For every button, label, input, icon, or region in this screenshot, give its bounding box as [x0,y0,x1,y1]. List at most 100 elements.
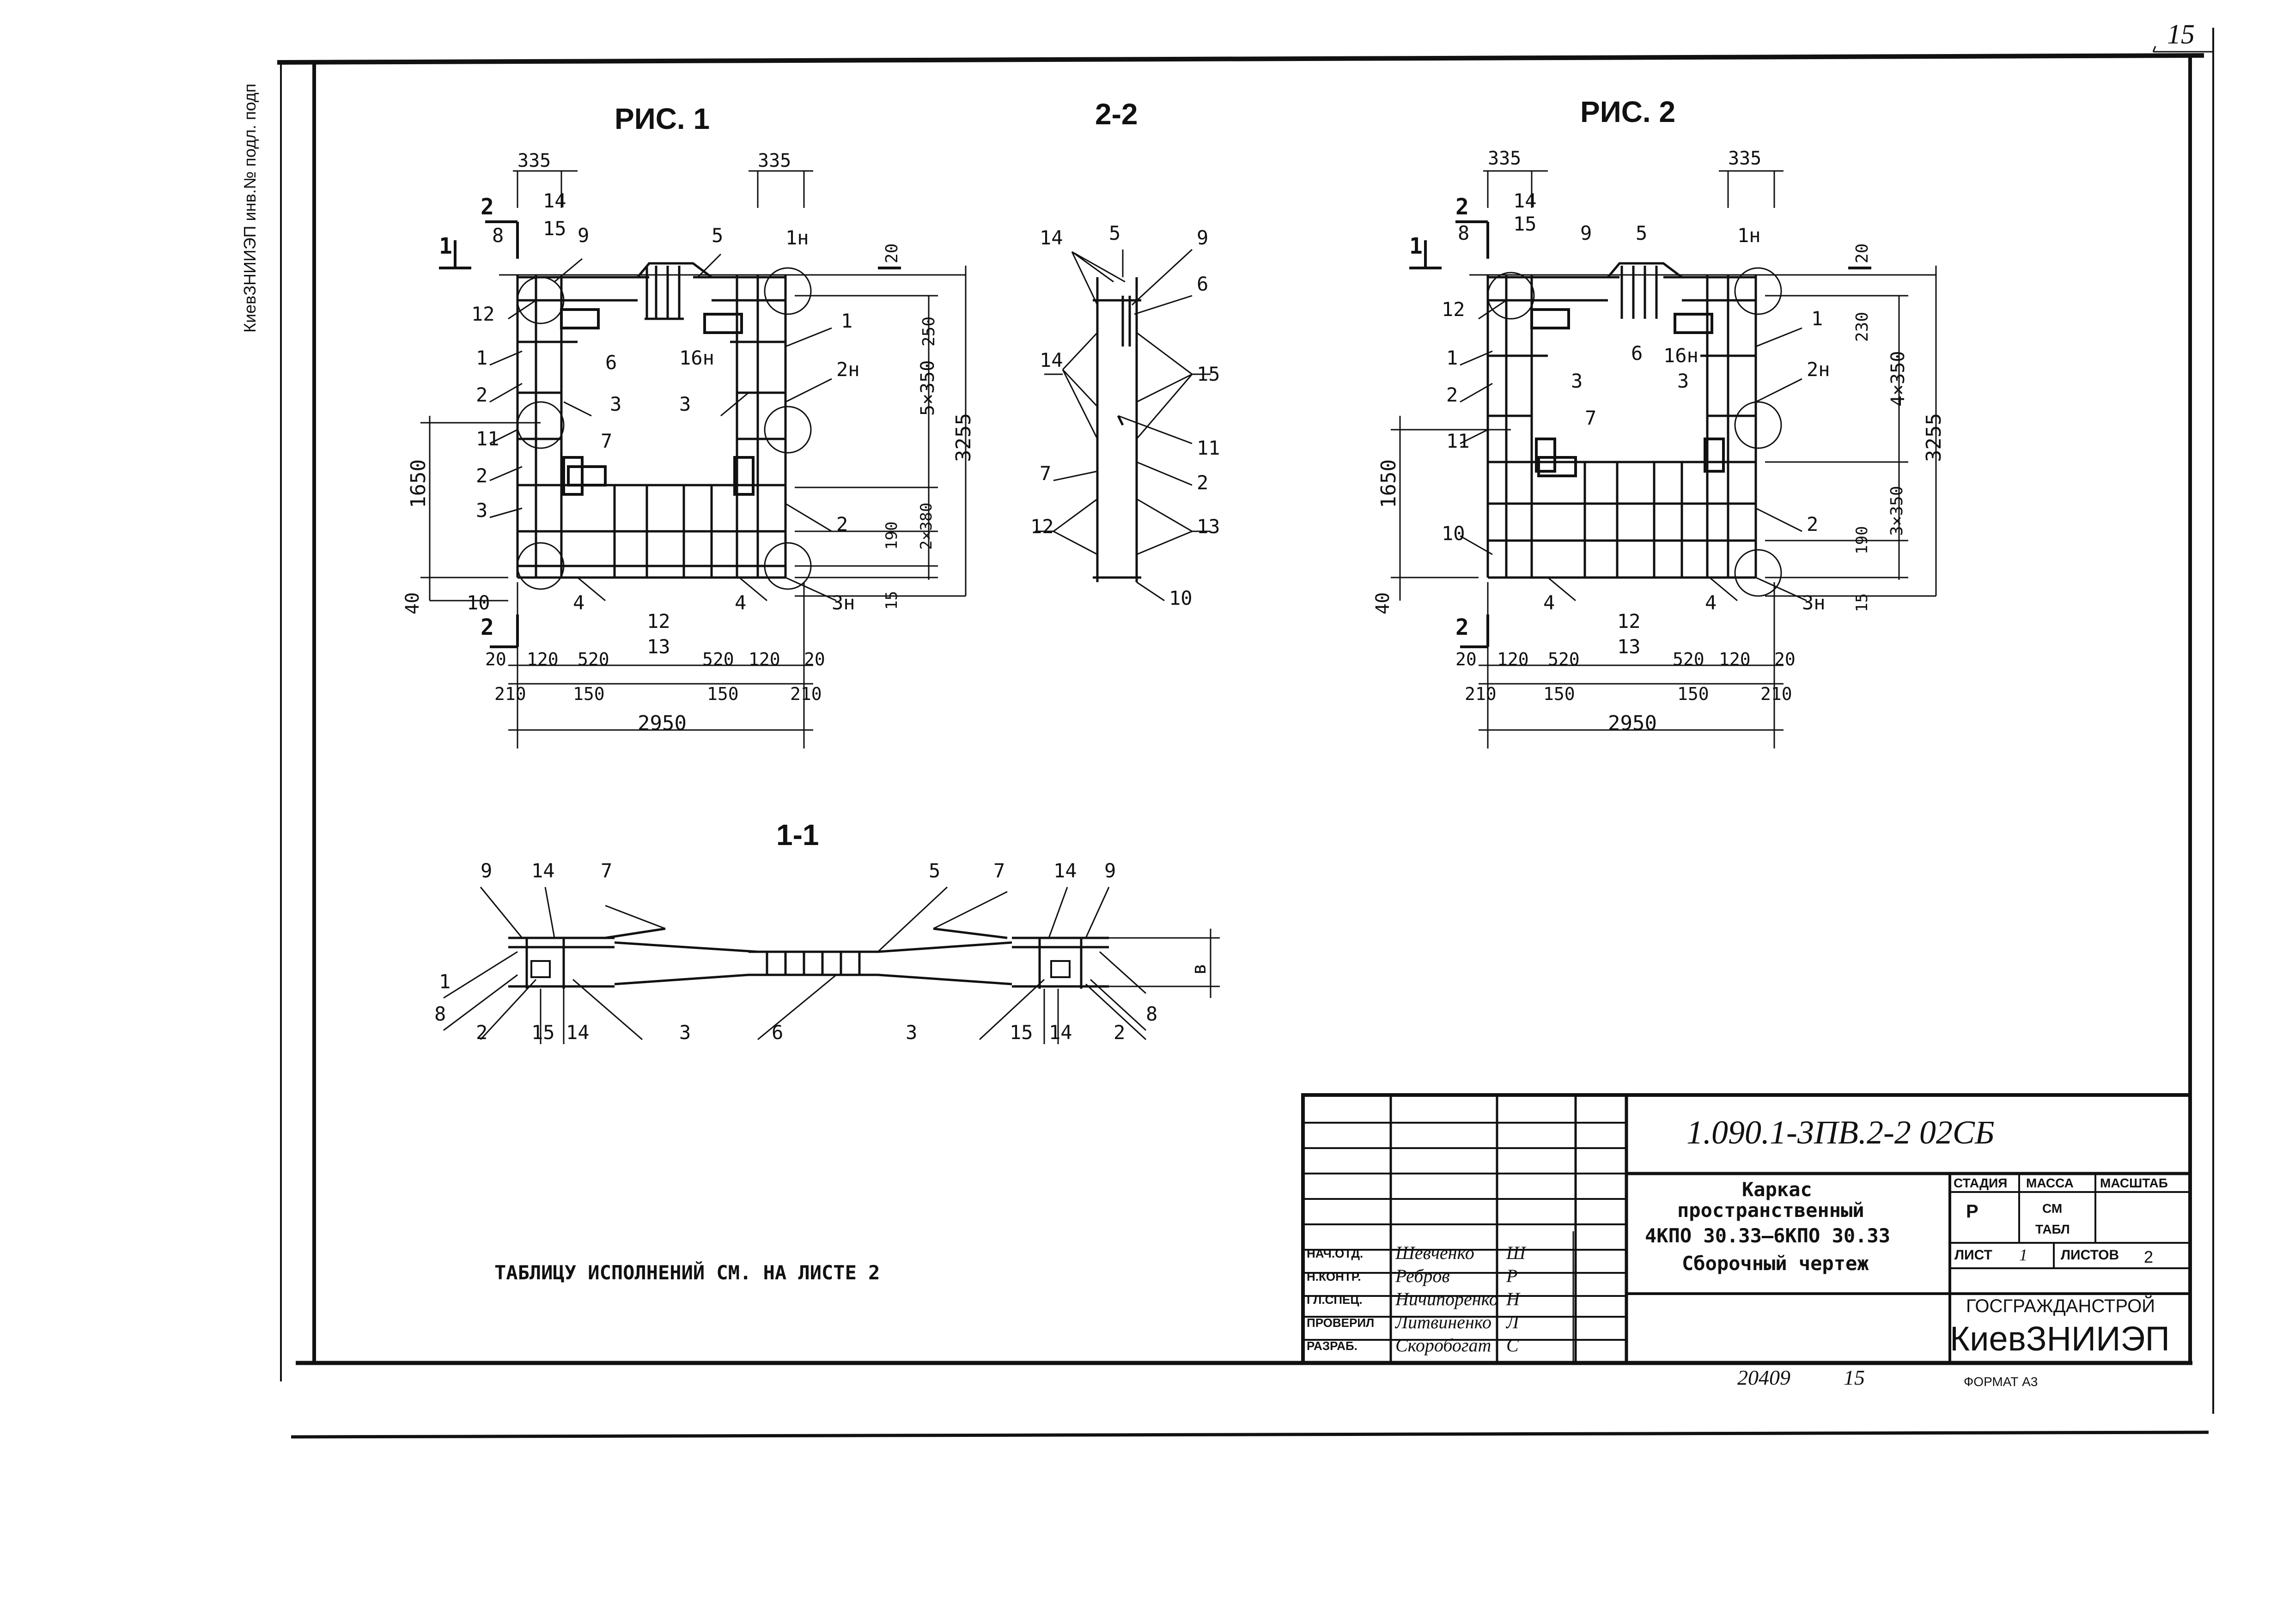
header-stage: СТАДИЯ [1954,1176,2008,1190]
name-0: Шевченко [1395,1242,1474,1263]
fig1-dim-250: 250 [919,316,938,347]
section-2-2-drawing [1035,249,1211,602]
name-2: Ничипоренко [1395,1289,1498,1309]
section-1-1-drawing [443,886,1220,1044]
fig2-mark-12: 12 [1442,298,1465,321]
stage-value: Р [1966,1201,1978,1222]
fig1-dim-190: 190 [883,521,901,550]
sec11-mark-3b: 3 [906,1021,918,1044]
sec11-mark-8a: 8 [434,1003,446,1025]
sheets-label: ЛИСТОВ [2061,1247,2119,1263]
fig2-mark-1: 1 [1446,347,1458,369]
title-line2: пространственный [1677,1199,1864,1222]
header-mass: МАССА [2026,1176,2074,1190]
role-0: НАЧ.ОТД. [1307,1247,1364,1260]
sign-4: С [1506,1335,1519,1356]
fig2-dim-b210b: 210 [1760,684,1792,704]
fig1-mark-1: 1 [476,347,488,369]
fig2-section-markers [1409,220,1871,648]
fig2-mark-14: 14 [1513,189,1537,212]
fig1-mark-10: 10 [467,591,490,614]
title-block-grid [1301,1093,2192,1365]
fig2-mark-10: 10 [1442,522,1465,545]
sign-2: Н [1506,1289,1520,1309]
fig2-dim-b520a: 520 [1548,649,1580,669]
sec22-mark-14a: 14 [1040,226,1063,249]
sec11-mark-7a: 7 [601,859,613,882]
fig1-mark-3b: 3 [679,393,691,415]
fig1-mark-6: 6 [605,351,617,374]
sec11-mark-1: 1 [439,970,451,993]
fig2-mark-3a: 3 [1571,370,1583,392]
sheet-corner-number: 15 [2167,19,2195,49]
fig1-mark-2n: 2н [836,358,860,381]
fig1-dim-b210b: 210 [790,684,822,704]
fig2-mark-4a: 4 [1543,591,1555,614]
fig2-mark-16n: 16н [1663,344,1698,367]
left-margin-stamp: КиевЗНИИЭП инв.№ подл. подп [240,83,259,333]
fig2-dim-b210a: 210 [1465,684,1497,704]
paper-format: ФОРМАТ А3 [1964,1375,2038,1389]
fig2-mark-9: 9 [1580,222,1592,244]
fig2-mark-13: 13 [1617,635,1641,658]
fig1-mark-3c: 3 [476,499,488,522]
fig1-dim-top-left: 335 [517,150,551,171]
org-name-1: ГОСГРАЖДАНСТРОЙ [1966,1296,2155,1316]
sec11-mark-6: 6 [772,1021,784,1044]
fig1-dim-total: 2950 [638,712,687,735]
sec11-mark-9a: 9 [481,859,493,882]
title-line4: Сборочный чертеж [1682,1252,1869,1275]
section-1-1-title: 1-1 [776,818,819,852]
fig2-mark-1r: 1 [1811,307,1823,330]
sec11-dim-v: в [1187,963,1210,975]
fig2-mark-2r: 2 [1807,513,1819,535]
fig2-mark-11: 11 [1446,430,1470,452]
fig2-mark-2n: 2н [1807,358,1830,381]
fig2-mark-1n: 1н [1737,224,1761,247]
fig1-mark-15: 15 [543,217,566,240]
mass-value-1: СМ [2042,1201,2063,1216]
fig2-dim-190: 190 [1853,526,1871,554]
fig1-dim-3255: 3255 [952,413,975,462]
sec11-mark-14c: 14 [566,1021,590,1044]
fig2-mark-7: 7 [1585,407,1597,429]
sec22-mark-11: 11 [1197,437,1220,459]
fig1-mark-16n: 16н [679,347,714,369]
sec11-mark-8b: 8 [1146,1003,1158,1025]
fig1-mark-2a: 2 [476,383,488,406]
fig1-mark-2b: 2 [476,464,488,487]
sec22-mark-10: 10 [1169,587,1193,609]
title-line3: 4КПО 30.33–6КПО 30.33 [1645,1224,1891,1247]
fig2-dim-top-right: 335 [1728,148,1762,169]
sec22-mark-6: 6 [1197,273,1209,295]
fig1-mark-1-sec: 1 [439,233,452,259]
org-name-2: КиевЗНИИЭП [1950,1320,2170,1358]
fig1-dim-b520b: 520 [702,649,734,669]
role-1: Н.КОНТР. [1307,1270,1361,1283]
sec22-mark-13: 13 [1197,515,1220,538]
note-execution-table: ТАБЛИЦУ ИСПОЛНЕНИЙ СМ. НА ЛИСТЕ 2 [494,1261,880,1284]
sec22-mark-14b: 14 [1040,349,1063,371]
fig2-mark-6: 6 [1631,342,1643,365]
fig1-section-markers [439,220,901,648]
fig1-dim-15: 15 [883,591,901,610]
name-4: Скоробогат [1395,1335,1491,1356]
fig2-dim-top-left: 335 [1488,148,1522,169]
fig1-mark-11: 11 [476,427,499,450]
fig1-mark-13: 13 [647,635,670,658]
fig2-dim-b520b: 520 [1673,649,1705,669]
role-4: РАЗРАБ. [1307,1339,1358,1353]
name-1: Ребров [1395,1265,1450,1286]
sec11-mark-5: 5 [929,859,941,882]
fig1-dim-40: 40 [402,592,423,614]
sheet-frame [277,28,2214,1439]
fig1-mark-2-sec-top: 2 [481,194,494,220]
fig1-mark-4a: 4 [573,591,585,614]
fig1-mark-12: 12 [471,303,495,325]
fig2-dim-1650: 1650 [1377,459,1400,508]
sec22-mark-15: 15 [1197,363,1220,385]
fig2-mark-2-sec-top: 2 [1455,194,1469,220]
sign-0: Ш [1506,1242,1526,1263]
fig1-mark-3a: 3 [610,393,622,415]
fig2-dim-b120a: 120 [1497,649,1529,669]
